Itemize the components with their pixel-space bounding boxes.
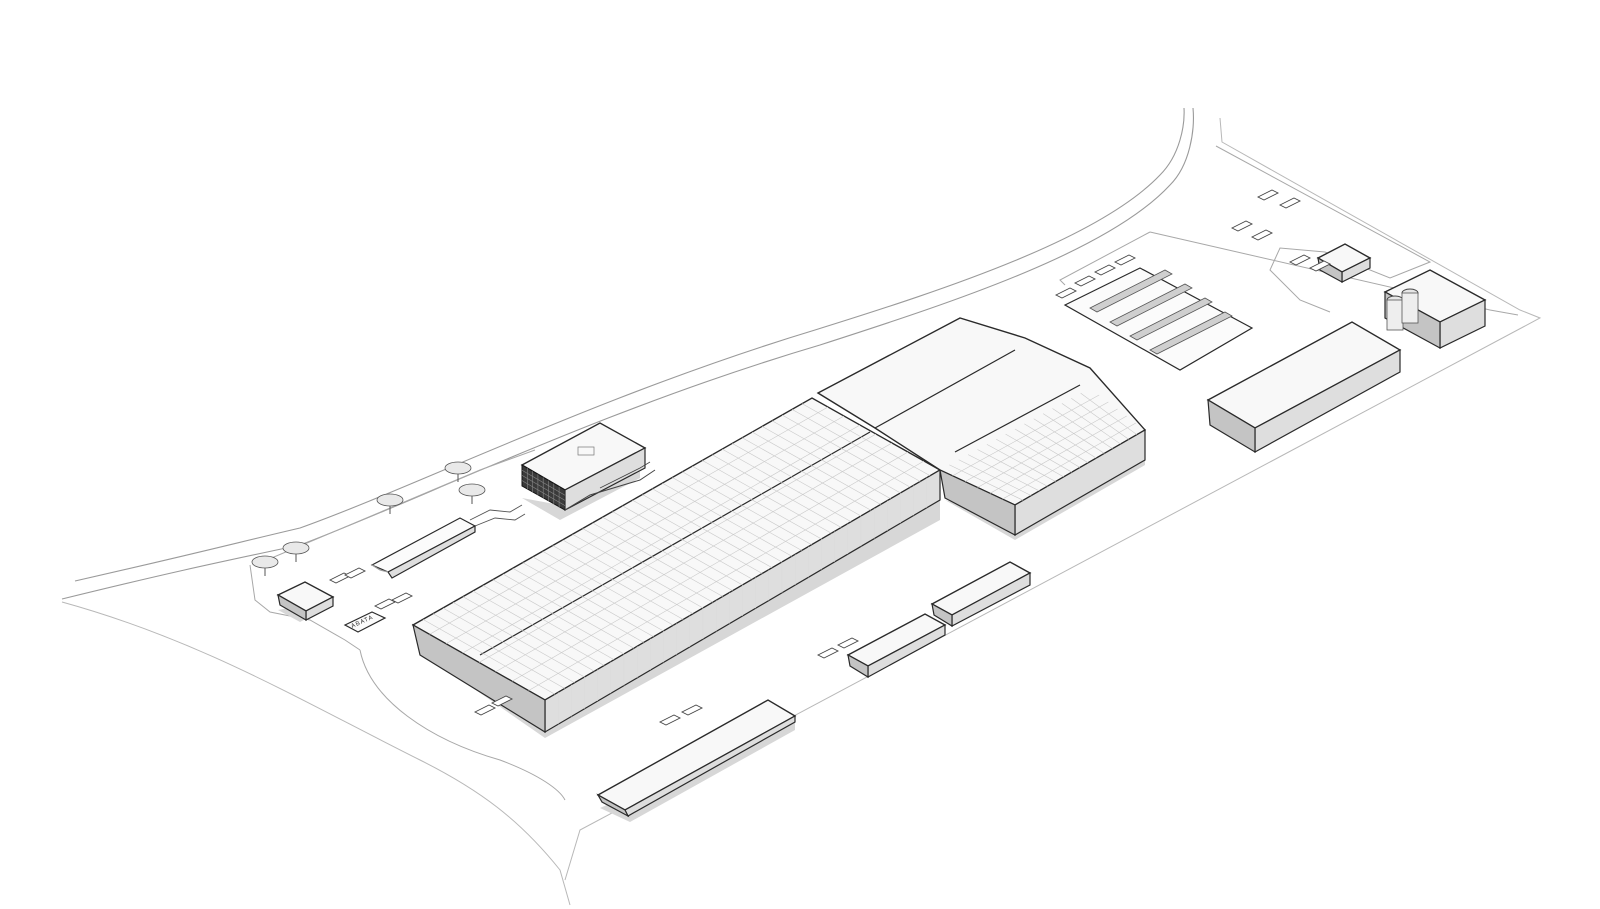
vehicle <box>836 637 860 649</box>
vehicle <box>1288 254 1312 266</box>
storage-blocks <box>846 561 1032 679</box>
vehicle <box>816 647 840 659</box>
vehicle <box>1093 264 1117 276</box>
office-window-band <box>521 469 566 496</box>
warehouse-east <box>1206 269 1487 454</box>
vehicle <box>1256 189 1280 201</box>
perimeter-road <box>61 107 1542 906</box>
pond-basin <box>1149 311 1233 355</box>
vehicle <box>1278 197 1302 209</box>
tree-canopy <box>444 461 472 475</box>
vehicle <box>1054 287 1078 299</box>
vehicle <box>490 695 514 707</box>
tree-canopy <box>251 555 279 569</box>
hall-roof-grid-line <box>445 415 845 645</box>
ramp-structure <box>370 504 526 579</box>
entrance-pavilion: ABATA <box>276 581 387 633</box>
pond-basin <box>1089 269 1173 313</box>
trees <box>251 461 486 576</box>
vehicle <box>343 567 367 579</box>
open-shed <box>596 699 797 822</box>
vehicle <box>1113 254 1137 266</box>
secondary-hall-grid-line <box>977 408 1118 488</box>
secondary-hall-grid-line <box>1002 422 1136 500</box>
office-block <box>520 422 656 520</box>
vehicle <box>390 592 414 604</box>
vehicle <box>1308 260 1332 272</box>
treatment-ponds <box>1063 267 1254 371</box>
office-window-band <box>521 475 566 501</box>
vehicle <box>1250 229 1274 241</box>
hall-roof-grid-line <box>429 406 829 635</box>
pond-basin <box>1129 297 1213 341</box>
tree-canopy <box>458 483 486 497</box>
parked-trucks <box>328 189 1332 726</box>
secondary-hall-grid-line <box>989 415 1127 494</box>
hall-roof-grid-line <box>462 424 861 654</box>
tree-canopy <box>282 541 310 555</box>
hall-roof-grid-line <box>528 460 925 691</box>
secondary-hall-grid-line <box>952 394 1100 477</box>
secondary-hall-grid-line <box>964 401 1109 482</box>
vehicle <box>1073 275 1097 287</box>
tree-canopy <box>376 493 404 507</box>
office-window-band <box>521 480 566 506</box>
hall-roof-grid-line <box>478 433 877 663</box>
hall-roof-grid-line <box>511 451 909 682</box>
secondary-hall <box>816 317 1147 540</box>
vehicle <box>473 704 497 716</box>
vehicle <box>1230 220 1254 232</box>
pond-basin <box>1109 283 1193 327</box>
vehicle <box>680 704 704 716</box>
hall-roof-grid-line <box>495 442 893 673</box>
vehicle <box>658 714 682 726</box>
main-production-hall <box>411 397 942 738</box>
